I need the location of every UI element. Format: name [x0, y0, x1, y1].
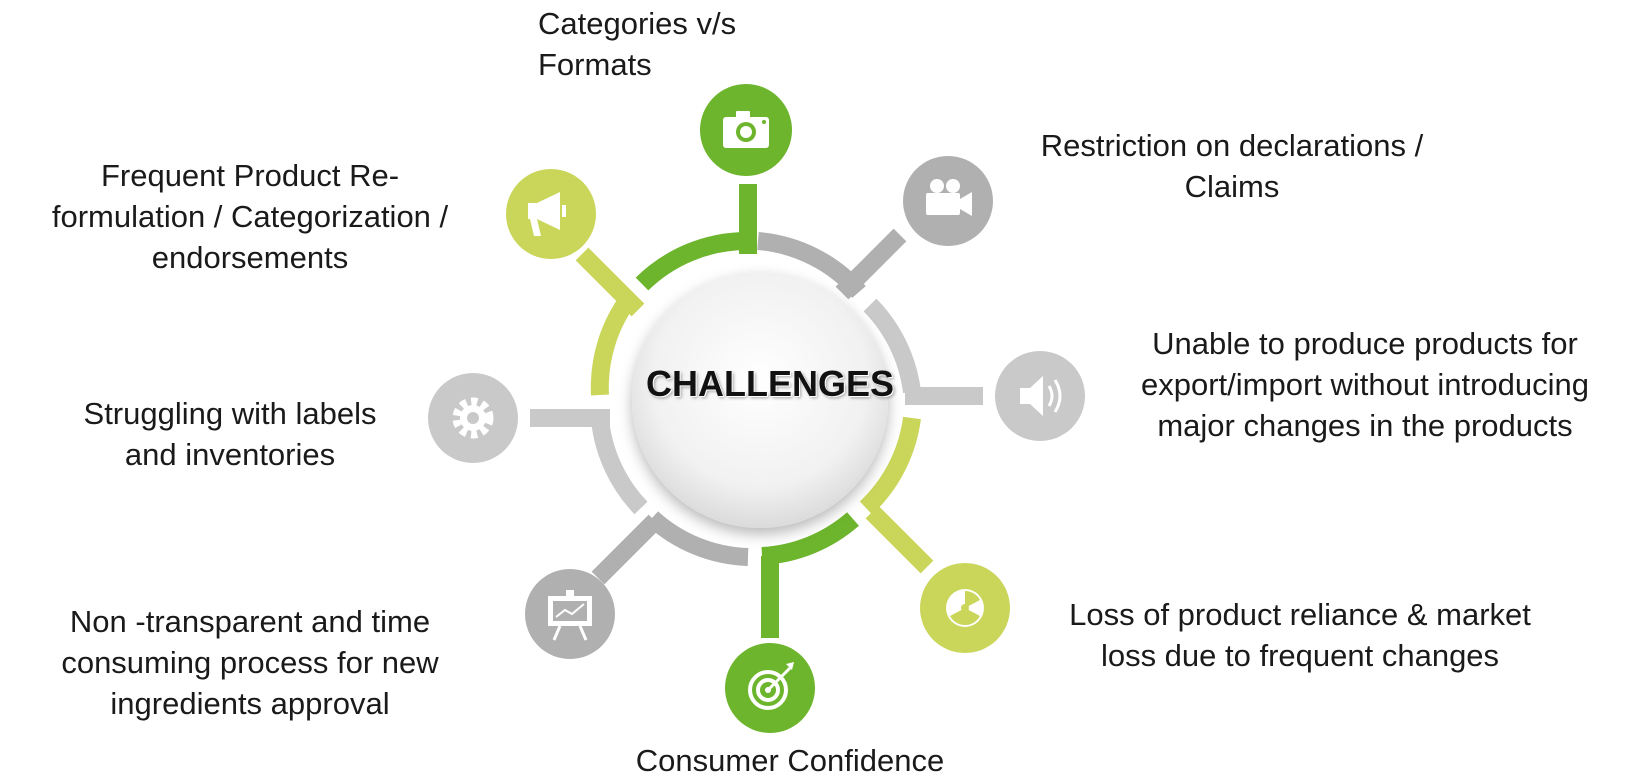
- radiation-icon: [946, 589, 984, 627]
- ring-segment-nontransparent: [645, 511, 749, 566]
- camera-icon: [723, 111, 769, 148]
- target-icon: [748, 662, 794, 710]
- label-loss: Loss of product reliance & market loss d…: [1069, 597, 1531, 673]
- connector-nontransparent: [591, 514, 662, 585]
- ring-segment-consumer: [761, 512, 859, 565]
- megaphone-icon: [528, 192, 566, 236]
- ring-segment-export: [863, 298, 921, 394]
- video-camera-icon: [926, 179, 972, 216]
- label-categories: Categories v/s Formats: [538, 6, 737, 82]
- label-nontransparent: Non -transparent and time consuming proc…: [61, 604, 439, 721]
- label-struggling: Struggling with labels and inventories: [83, 396, 377, 472]
- connector-frequent: [575, 247, 645, 317]
- label-export: Unable to produce products for export/im…: [1140, 326, 1589, 443]
- presentation-board-icon: [548, 590, 592, 641]
- ring-segment-struggling: [591, 418, 648, 515]
- label-frequent: Frequent Product Re- formulation / Categ…: [51, 158, 449, 275]
- ring-segment-loss: [859, 416, 921, 515]
- center-disc: [632, 272, 888, 528]
- center-title: CHALLENGES: [645, 363, 894, 404]
- speaker-icon: [1020, 376, 1062, 416]
- connector-loss: [865, 505, 934, 574]
- label-consumer: Consumer Confidence: [635, 743, 945, 773]
- ring-segment-categories: [635, 232, 747, 291]
- gear-icon: [452, 397, 494, 439]
- connector-restriction: [835, 228, 907, 300]
- label-restriction: Restriction on declarations / Claims: [1040, 128, 1424, 204]
